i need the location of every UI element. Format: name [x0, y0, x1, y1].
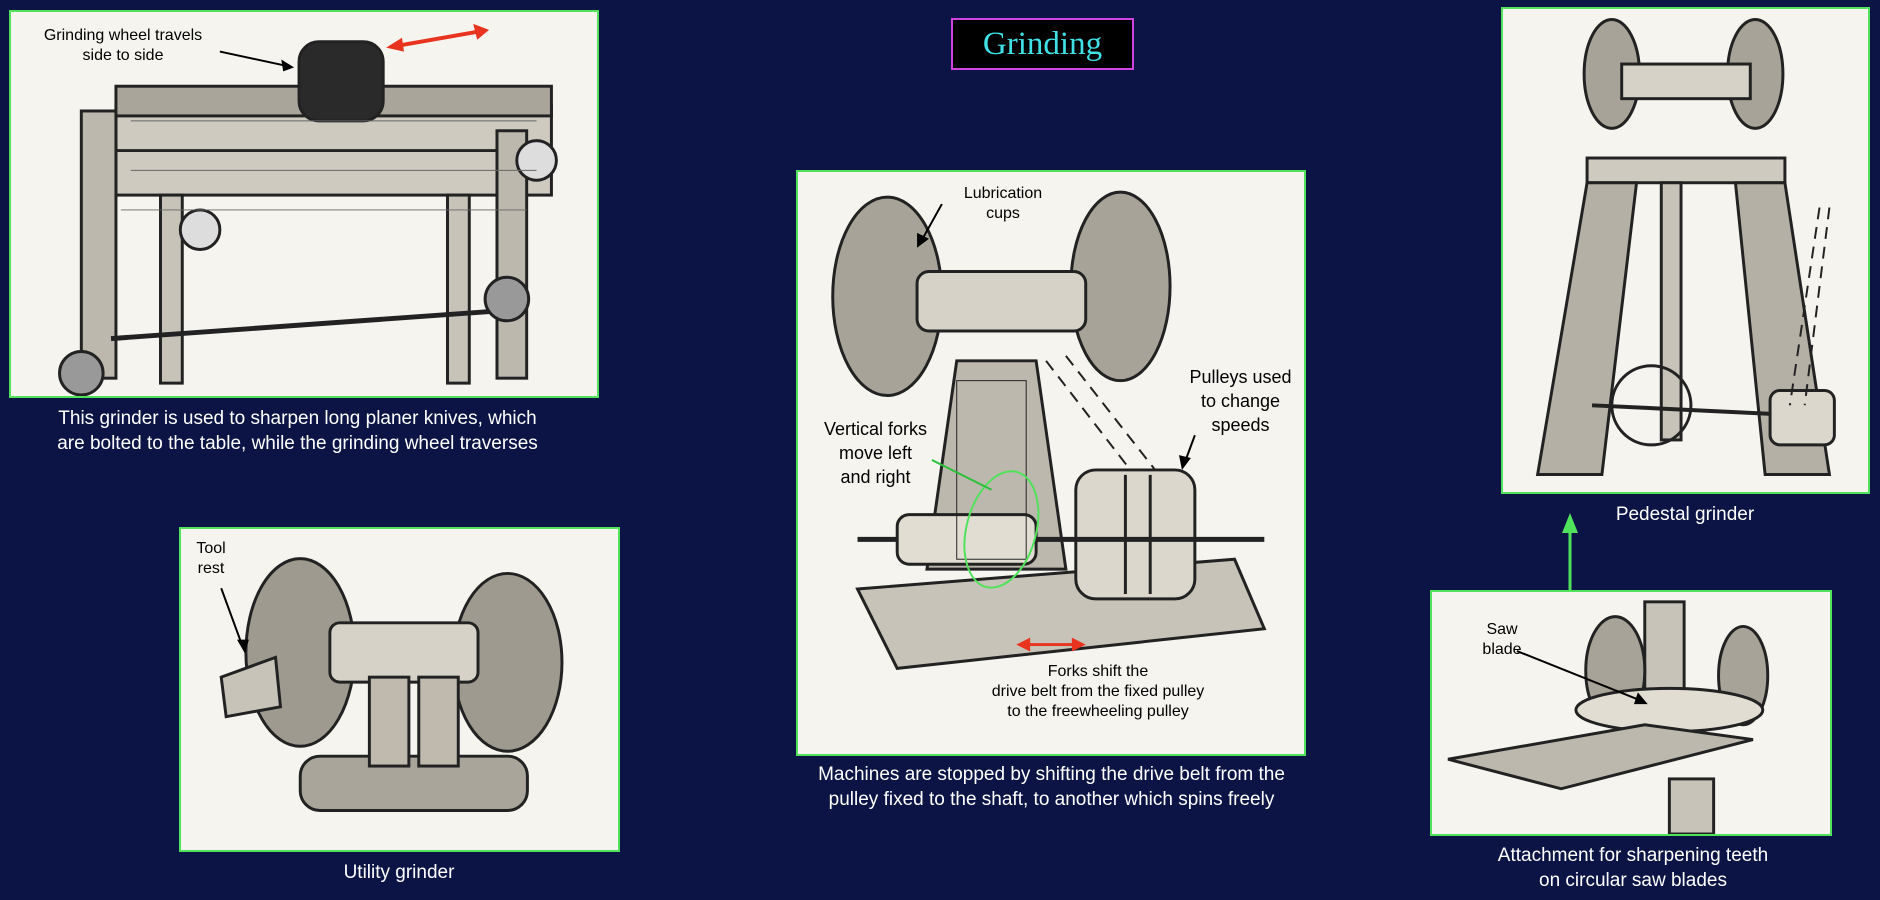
saw-attachment-caption: Attachment for sharpening teeth on circu… — [1497, 845, 1769, 891]
pedestal-grinder-illustration — [1501, 7, 1870, 494]
pulleys-annotation: Pulleys used to change speeds — [1189, 367, 1292, 435]
planer-grinder-drawing — [58, 23, 558, 396]
saw-attachment-drawing — [1447, 600, 1770, 834]
saw-attachment-illustration: Saw blade — [1430, 590, 1832, 836]
belt-shift-caption: Machines are stopped by shifting the dri… — [818, 764, 1285, 810]
utility-grinder-illustration: Tool rest — [179, 527, 620, 852]
planer-grinder-caption: This grinder is used to sharpen long pla… — [57, 408, 538, 454]
lubrication-cups-annotation: Lubrication cups — [963, 185, 1043, 222]
belt-shift-grinder-drawing — [831, 190, 1267, 670]
forks-shift-annotation: Forks shift the drive belt from the fixe… — [991, 663, 1205, 720]
page-title-box: Grinding — [951, 18, 1134, 70]
vertical-forks-annotation: Vertical forks move left and right — [823, 419, 928, 487]
green-arrow-icon — [1562, 513, 1578, 593]
utility-grinder-caption: Utility grinder — [343, 862, 455, 883]
pedestal-grinder-drawing — [1535, 18, 1836, 477]
planer-grinder-illustration: Grinding wheel travels side to side — [9, 10, 599, 398]
saw-blade-annotation: Saw blade — [1482, 621, 1522, 658]
belt-shift-grinder-illustration: Lubrication cups Vertical forks move lef… — [796, 170, 1306, 756]
pedestal-grinder-caption: Pedestal grinder — [1615, 504, 1755, 525]
tool-rest-annotation: Tool rest — [196, 540, 226, 577]
planer-annotation: Grinding wheel travels side to side — [43, 27, 203, 64]
page-title: Grinding — [982, 25, 1103, 62]
utility-grinder-drawing — [219, 557, 564, 812]
